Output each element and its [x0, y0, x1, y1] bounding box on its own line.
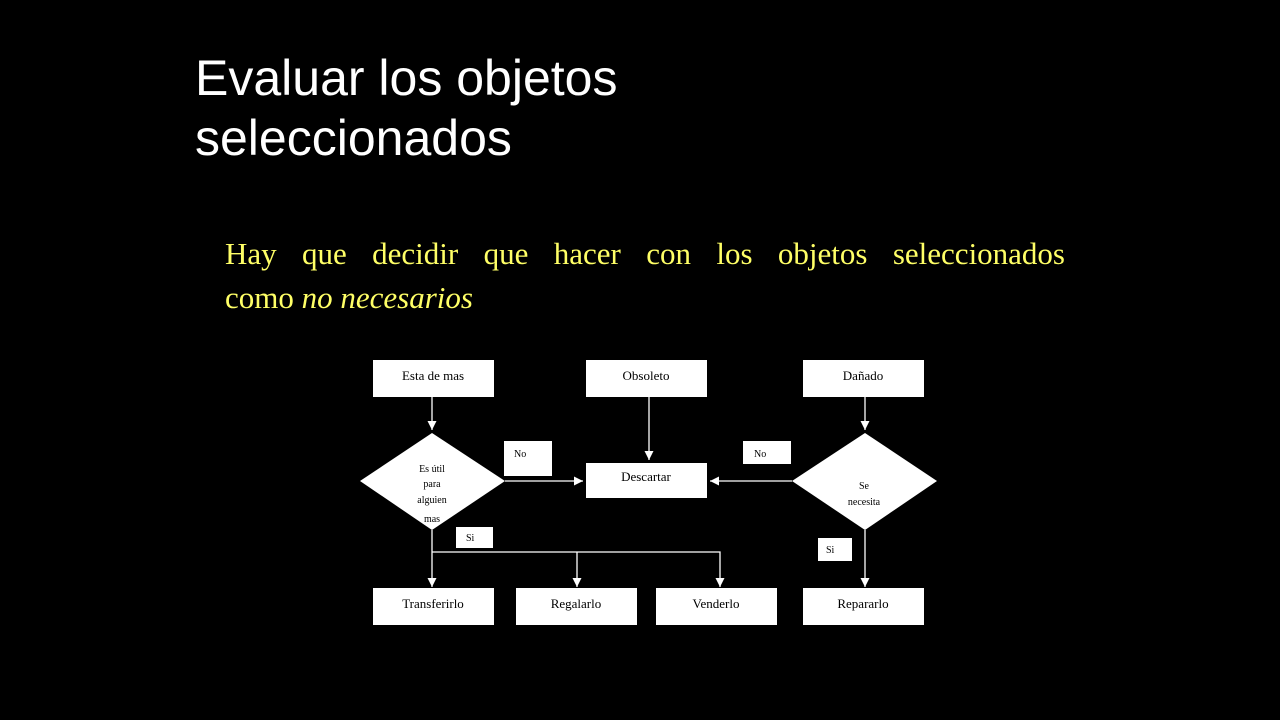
label-es-util-1: Es útil: [419, 464, 445, 475]
label-descartar: Descartar: [621, 469, 671, 484]
label-es-util-4: mas: [424, 514, 440, 525]
subtitle-line-2-plain: como: [225, 280, 302, 315]
label-repararlo: Repararlo: [837, 596, 888, 611]
box-danado: Dañado: [803, 360, 924, 397]
branch-si-line: [432, 551, 725, 587]
box-regalarlo: Regalarlo: [516, 588, 637, 625]
slide-title: Evaluar los objetos seleccionados: [195, 48, 1095, 168]
tag-no-right: No: [743, 441, 791, 464]
label-es-util-2: para: [423, 479, 441, 490]
label-se-necesita-2: necesita: [848, 497, 881, 508]
label-obsoleto: Obsoleto: [623, 368, 670, 383]
label-venderlo: Venderlo: [693, 596, 740, 611]
subtitle-line-1: Hay que decidir que hacer con los objeto…: [225, 236, 1065, 271]
tag-si-right: Si: [818, 538, 852, 561]
slide-subtitle: Hay que decidir que hacer con los objeto…: [225, 232, 1065, 320]
decision-es-util: Es útil para alguien mas: [360, 433, 505, 530]
label-regalarlo: Regalarlo: [551, 596, 602, 611]
subtitle-emphasis: no necesarios: [301, 280, 473, 315]
label-si-right: Si: [826, 545, 835, 556]
label-danado: Dañado: [843, 368, 883, 383]
box-obsoleto: Obsoleto: [586, 360, 707, 397]
decision-se-necesita: Se necesita: [792, 433, 937, 530]
label-si-left: Si: [466, 533, 475, 544]
label-no-right: No: [754, 449, 766, 460]
title-line-2: seleccionados: [195, 110, 512, 166]
box-descartar: Descartar: [586, 463, 707, 498]
subtitle-line-2: como no necesarios: [225, 276, 1065, 320]
tag-si-left: Si: [456, 527, 493, 548]
box-venderlo: Venderlo: [656, 588, 777, 625]
label-esta-de-mas: Esta de mas: [402, 368, 464, 383]
label-se-necesita-1: Se: [859, 481, 870, 492]
label-no-left: No: [514, 449, 526, 460]
connectors: [427, 397, 870, 587]
label-es-util-3: alguien: [417, 495, 446, 506]
box-repararlo: Repararlo: [803, 588, 924, 625]
label-transferirlo: Transferirlo: [402, 596, 464, 611]
tag-no-left: No: [504, 441, 552, 476]
box-transferirlo: Transferirlo: [373, 588, 494, 625]
box-esta-de-mas: Esta de mas: [373, 360, 494, 397]
title-line-1: Evaluar los objetos: [195, 50, 618, 106]
